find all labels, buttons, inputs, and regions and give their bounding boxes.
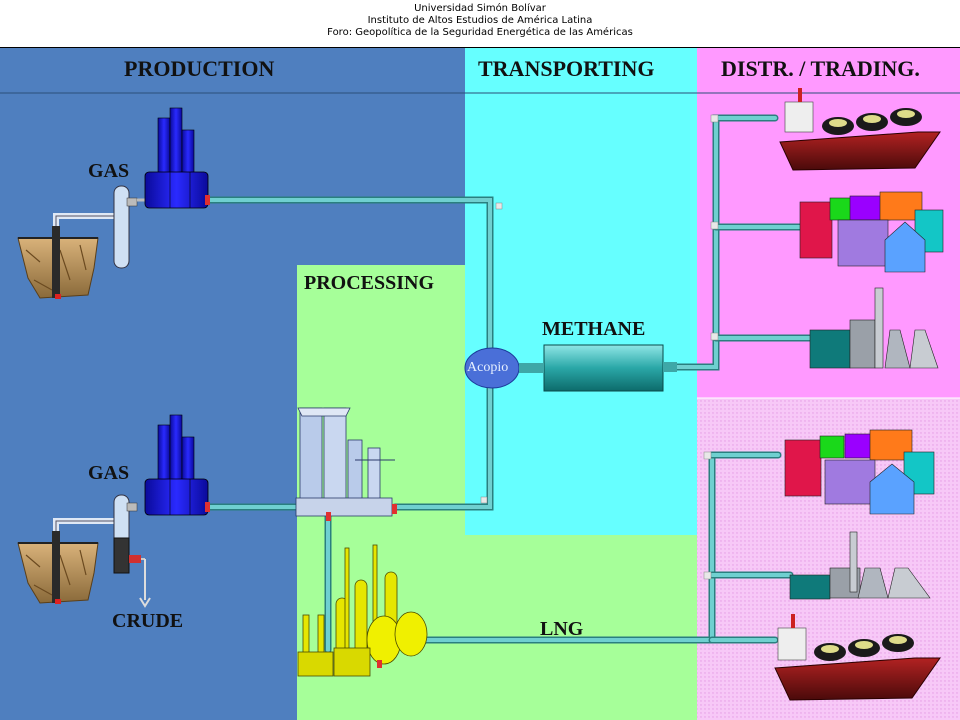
gas-tank-cluster-top xyxy=(144,107,210,209)
separator-bottom xyxy=(113,494,151,608)
header: Universidad Simón Bolívar Instituto de A… xyxy=(0,0,960,48)
header-institute: Instituto de Altos Estudios de América L… xyxy=(367,15,593,26)
section-transporting-title: TRANSPORTING xyxy=(478,56,655,81)
tanker-ship-top xyxy=(779,88,941,171)
pipe-network xyxy=(204,114,814,654)
lng-label: LNG xyxy=(540,618,584,640)
transporting-zone xyxy=(465,48,697,535)
header-university: Universidad Simón Bolívar xyxy=(414,3,546,14)
gas-well-top xyxy=(17,213,115,299)
acopio-label: Acopio xyxy=(467,360,509,375)
section-processing-title: PROCESSING xyxy=(304,272,435,294)
header-forum: Foro: Geopolítica de la Seguridad Energé… xyxy=(327,27,633,38)
city-buildings-top xyxy=(799,191,944,273)
tanker-ship-bottom xyxy=(774,614,941,701)
section-distribution-title: DISTR. / TRADING. xyxy=(721,56,920,81)
methane-tank xyxy=(519,344,677,392)
city-buildings-bottom xyxy=(784,429,935,515)
oil-gas-well-bottom xyxy=(17,518,115,604)
section-production-title: PRODUCTION xyxy=(124,56,275,81)
methane-label: METHANE xyxy=(542,318,646,340)
crude-label: CRUDE xyxy=(112,610,184,632)
gas-tank-cluster-bottom xyxy=(144,414,210,516)
gas-label-bottom: GAS xyxy=(88,462,130,484)
gas-label-top: GAS xyxy=(88,160,130,182)
lng-plant xyxy=(297,544,428,677)
power-plant-top xyxy=(809,287,939,369)
processing-zone-lower xyxy=(465,535,697,720)
power-plant-bottom xyxy=(789,531,931,600)
gas-processing-plant xyxy=(295,407,397,521)
header-divider xyxy=(0,47,960,48)
